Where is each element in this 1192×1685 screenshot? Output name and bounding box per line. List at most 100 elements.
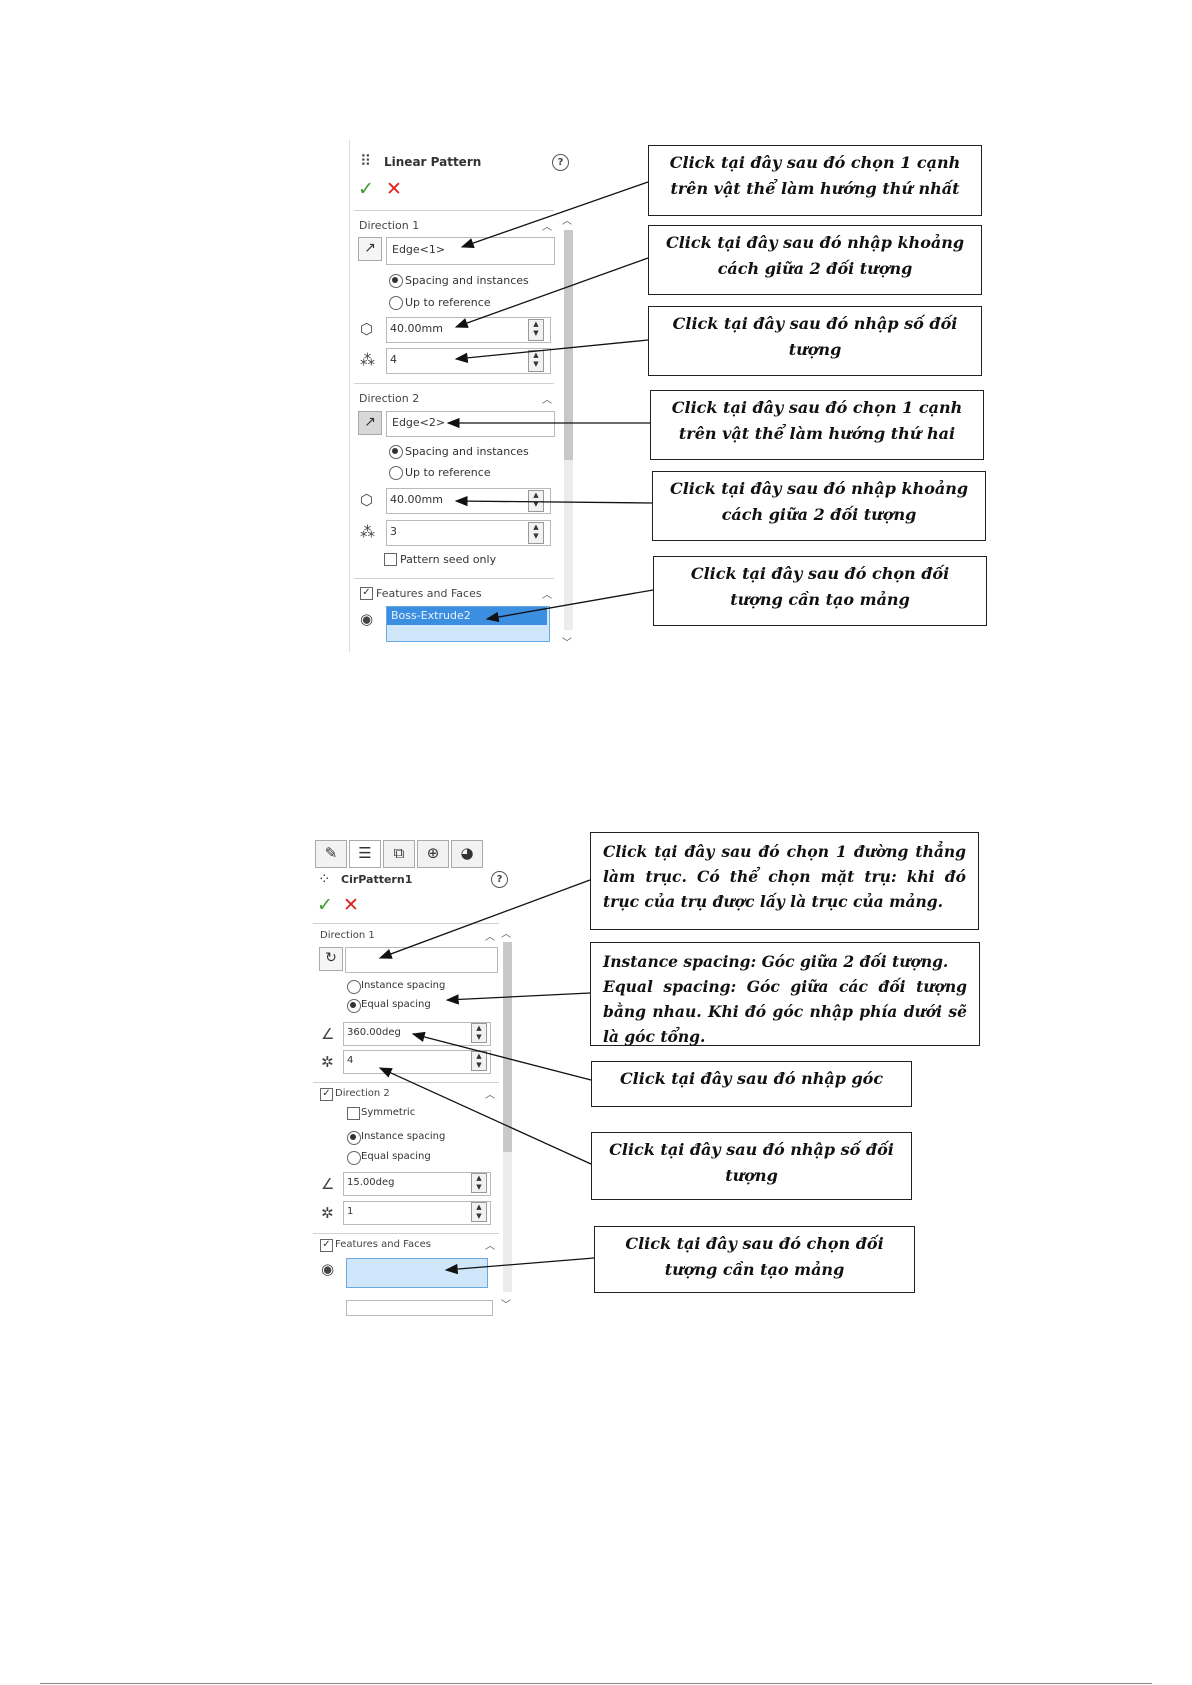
collapse-features-icon[interactable]: ︿ xyxy=(485,1241,495,1252)
direction2-header[interactable]: Direction 2 xyxy=(359,392,420,405)
direction1-header[interactable]: Direction 1 xyxy=(320,930,375,941)
selected-feature-item[interactable]: Boss-Extrude2 xyxy=(387,607,547,625)
instance-spacing-label: Instance spacing xyxy=(361,980,446,991)
collapse-direction1-icon[interactable]: ︿ xyxy=(485,932,495,943)
direction2-instances-stepper[interactable]: ▲▼ xyxy=(471,1202,487,1222)
collapse-direction2-icon[interactable]: ︿ xyxy=(542,395,552,406)
configuration-manager-tab[interactable]: ⧉ xyxy=(383,840,415,868)
direction1-header[interactable]: Direction 1 xyxy=(359,219,420,232)
pattern-seed-only-checkbox[interactable] xyxy=(384,553,397,566)
faces-selection-box[interactable] xyxy=(346,1300,493,1316)
direction2-angle-stepper[interactable]: ▲▼ xyxy=(471,1173,487,1193)
direction2-instance-spacing-radio[interactable] xyxy=(347,1131,361,1145)
direction2-reference-radio[interactable] xyxy=(389,466,403,480)
direction1-reverse-button[interactable]: ↻ xyxy=(319,947,343,971)
collapse-direction1-icon[interactable]: ︿ xyxy=(542,222,552,233)
direction2-spacing-radio[interactable] xyxy=(389,445,403,459)
direction2-spacing-input[interactable]: 40.00mm xyxy=(386,488,551,514)
features-checkbox[interactable]: ✓ xyxy=(360,587,373,600)
ok-button[interactable]: ✓ xyxy=(358,178,374,200)
direction1-instances-stepper[interactable]: ▲▼ xyxy=(528,350,544,372)
direction2-instances-stepper[interactable]: ▲▼ xyxy=(528,522,544,544)
scrollbar-thumb[interactable] xyxy=(564,230,573,460)
help-icon[interactable]: ? xyxy=(552,154,569,171)
callout-direction1-instances: Click tại đây sau đó nhập số đối tượng xyxy=(648,306,982,376)
arrow-direction1-edge xyxy=(460,181,649,249)
panel-scrollbar[interactable] xyxy=(503,942,512,1292)
property-manager-tab[interactable]: ☰ xyxy=(349,840,381,868)
feature-icon: ◉ xyxy=(321,1260,335,1278)
direction1-spacing-input[interactable]: 40.00mm xyxy=(386,317,551,343)
panel-scrollbar[interactable] xyxy=(564,230,573,630)
arrow-count xyxy=(378,1067,592,1165)
angle-icon: ∠ xyxy=(321,1025,335,1043)
direction1-reference-label: Up to reference xyxy=(405,296,491,309)
direction2-reverse-button[interactable]: ↗ xyxy=(358,411,382,435)
callout-direction1-spacing: Click tại đây sau đó nhập khoảng cách gi… xyxy=(648,225,982,295)
direction1-angle-stepper[interactable]: ▲▼ xyxy=(471,1023,487,1043)
page-footer-rule xyxy=(40,1683,1152,1684)
ok-button[interactable]: ✓ xyxy=(317,894,333,916)
equal-spacing-radio[interactable] xyxy=(347,999,361,1013)
direction2-edge-field[interactable]: Edge<2> xyxy=(386,411,555,437)
instances-icon: ✲ xyxy=(321,1053,334,1071)
features-header[interactable]: Features and Faces xyxy=(376,587,482,600)
scroll-down-icon[interactable]: ﹀ xyxy=(562,638,572,649)
circular-pattern-panel: ✎ ☰ ⧉ ⊕ ◕ ⁘ CirPattern1 ? ✓ ✕ Direction … xyxy=(303,820,520,1316)
direction2-spacing-stepper[interactable]: ▲▼ xyxy=(528,490,544,512)
scrollbar-thumb[interactable] xyxy=(503,942,512,1152)
arrow-spacing-options xyxy=(445,992,591,1005)
direction1-reference-radio[interactable] xyxy=(389,296,403,310)
display-manager-tab[interactable]: ◕ xyxy=(451,840,483,868)
scroll-up-icon[interactable]: ︿ xyxy=(501,929,511,940)
scroll-down-icon[interactable]: ﹀ xyxy=(501,1300,511,1311)
callout-spacing-options: Instance spacing: Góc giữa 2 đối tượng. … xyxy=(590,942,980,1046)
divider xyxy=(354,383,554,384)
direction1-instances-input[interactable]: 4 xyxy=(343,1050,491,1074)
features-header[interactable]: Features and Faces xyxy=(335,1239,431,1250)
instance-spacing-radio[interactable] xyxy=(347,980,361,994)
axis-selection-field[interactable] xyxy=(345,947,498,973)
circular-pattern-icon: ⁘ xyxy=(318,870,331,888)
direction1-spacing-stepper[interactable]: ▲▼ xyxy=(528,319,544,341)
arrow-direction1-instances xyxy=(454,339,649,364)
instances-icon: ⁂ xyxy=(360,351,375,369)
collapse-features-icon[interactable]: ︿ xyxy=(542,590,552,601)
feature-icon: ◉ xyxy=(360,610,374,628)
callout-count: Click tại đây sau đó nhập số đối tượng xyxy=(591,1132,912,1200)
direction1-spacing-radio[interactable] xyxy=(389,274,403,288)
linear-pattern-icon: ⠿ xyxy=(360,152,371,170)
features-selection-box[interactable] xyxy=(346,1258,488,1288)
feature-manager-tab[interactable]: ✎ xyxy=(315,840,347,868)
direction1-reverse-button[interactable]: ↗ xyxy=(358,237,382,261)
panel-title: Linear Pattern xyxy=(384,155,482,169)
direction1-edge-field[interactable]: Edge<1> xyxy=(386,237,555,265)
direction2-checkbox[interactable]: ✓ xyxy=(320,1088,333,1101)
symmetric-label: Symmetric xyxy=(361,1107,416,1118)
direction2-equal-spacing-radio[interactable] xyxy=(347,1151,361,1165)
scroll-up-icon[interactable]: ︿ xyxy=(562,216,572,227)
cancel-button[interactable]: ✕ xyxy=(343,894,359,916)
help-icon[interactable]: ? xyxy=(491,871,508,888)
dimxpert-tab[interactable]: ⊕ xyxy=(417,840,449,868)
direction1-spacing-label: Spacing and instances xyxy=(405,274,529,287)
spacing-icon: ⬡ xyxy=(360,320,374,338)
direction2-equal-spacing-label: Equal spacing xyxy=(361,1151,431,1162)
direction2-header[interactable]: Direction 2 xyxy=(335,1088,390,1099)
direction2-instances-input[interactable]: 3 xyxy=(386,520,551,546)
divider xyxy=(313,923,499,924)
features-checkbox[interactable]: ✓ xyxy=(320,1239,333,1252)
callout-angle: Click tại đây sau đó nhập góc xyxy=(591,1061,912,1107)
direction2-instance-spacing-label: Instance spacing xyxy=(361,1131,446,1142)
arrow-angle xyxy=(411,1031,592,1081)
direction2-instances-input[interactable]: 1 xyxy=(343,1201,491,1225)
direction1-instances-stepper[interactable]: ▲▼ xyxy=(471,1051,487,1071)
arrow-circular-features xyxy=(444,1257,595,1275)
direction2-spacing-label: Spacing and instances xyxy=(405,445,529,458)
cancel-button[interactable]: ✕ xyxy=(386,178,402,200)
collapse-direction2-icon[interactable]: ︿ xyxy=(485,1090,495,1101)
symmetric-checkbox[interactable] xyxy=(347,1107,360,1120)
angle-icon: ∠ xyxy=(321,1175,335,1193)
direction2-angle-input[interactable]: 15.00deg xyxy=(343,1172,491,1196)
